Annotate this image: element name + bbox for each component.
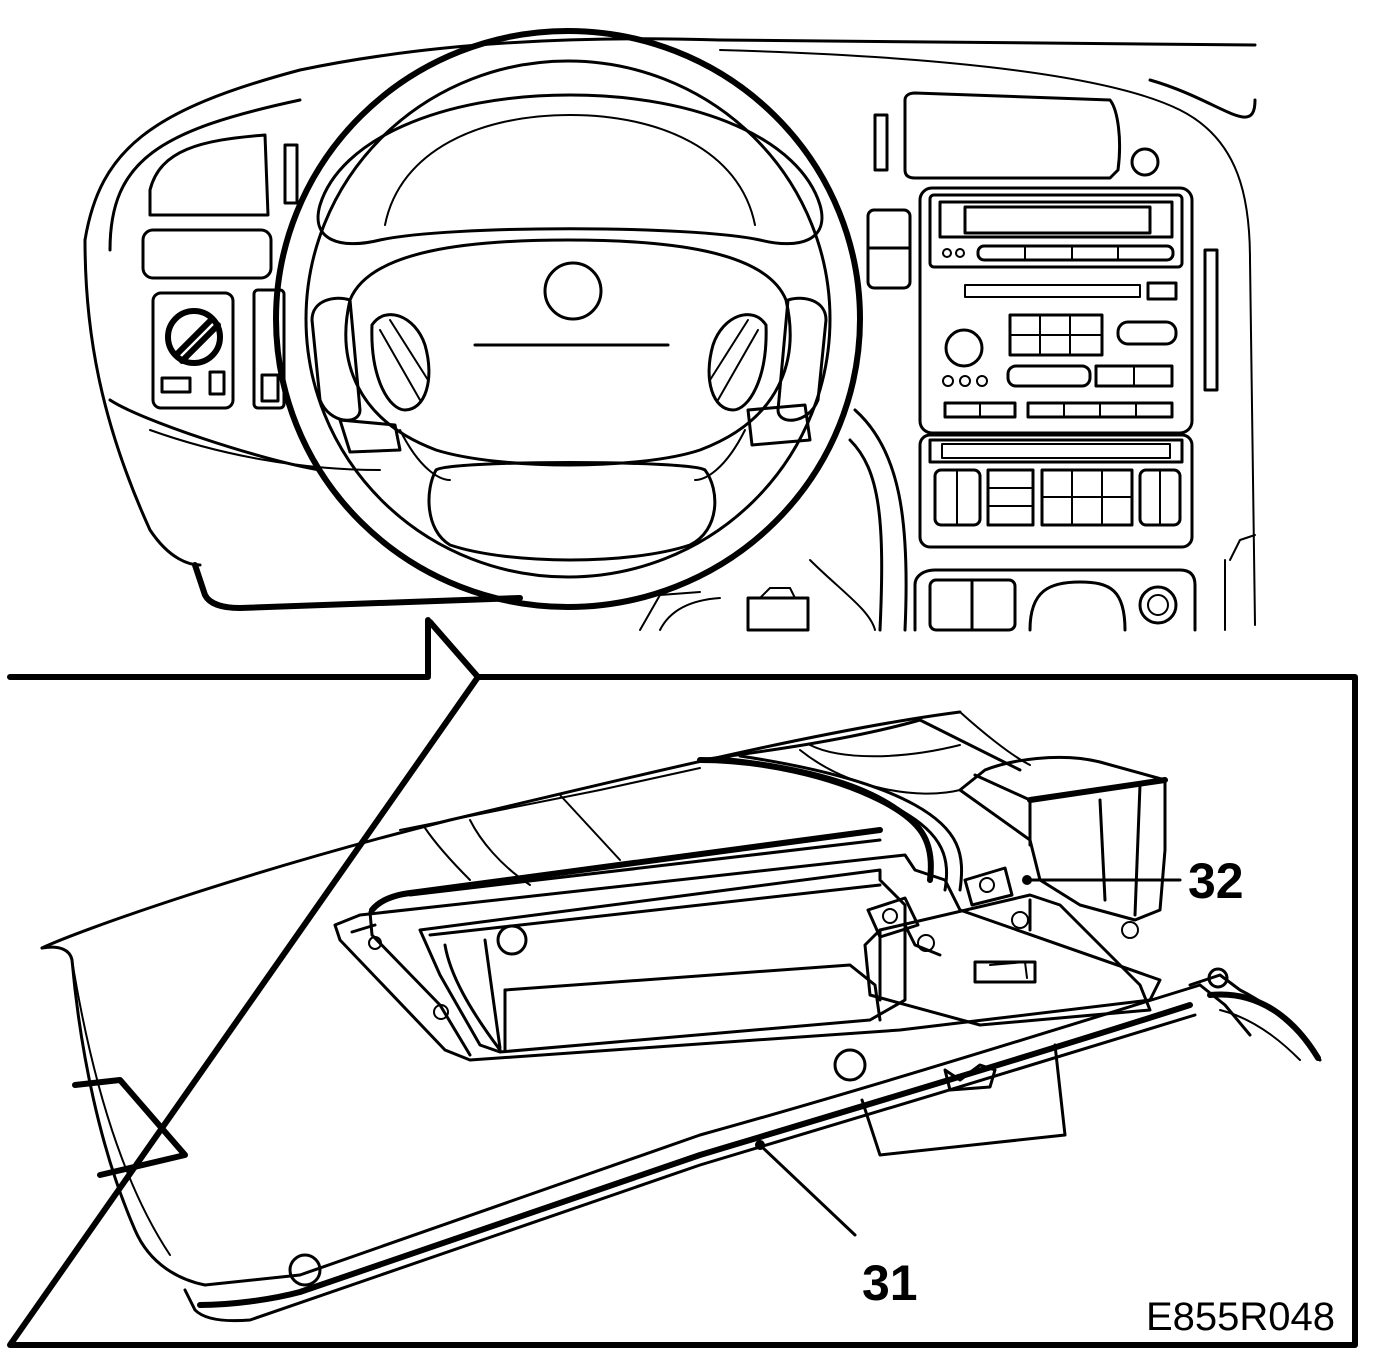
steering-wheel	[273, 28, 863, 610]
callout-31: 31	[755, 1140, 918, 1311]
detail-view	[7, 674, 1358, 1348]
climate-unit	[918, 433, 1194, 549]
lower-panel-31	[40, 945, 1322, 1323]
zoom-pointer	[425, 617, 481, 680]
radio-unit	[918, 186, 1194, 435]
callout-label-31: 31	[862, 1255, 918, 1311]
figure-code: E855R048	[1146, 1295, 1335, 1339]
dashboard-overview	[83, 28, 1257, 632]
callout-32: 32	[1022, 853, 1244, 909]
control-unit-32	[863, 755, 1168, 1027]
callout-label-32: 32	[1188, 853, 1244, 909]
